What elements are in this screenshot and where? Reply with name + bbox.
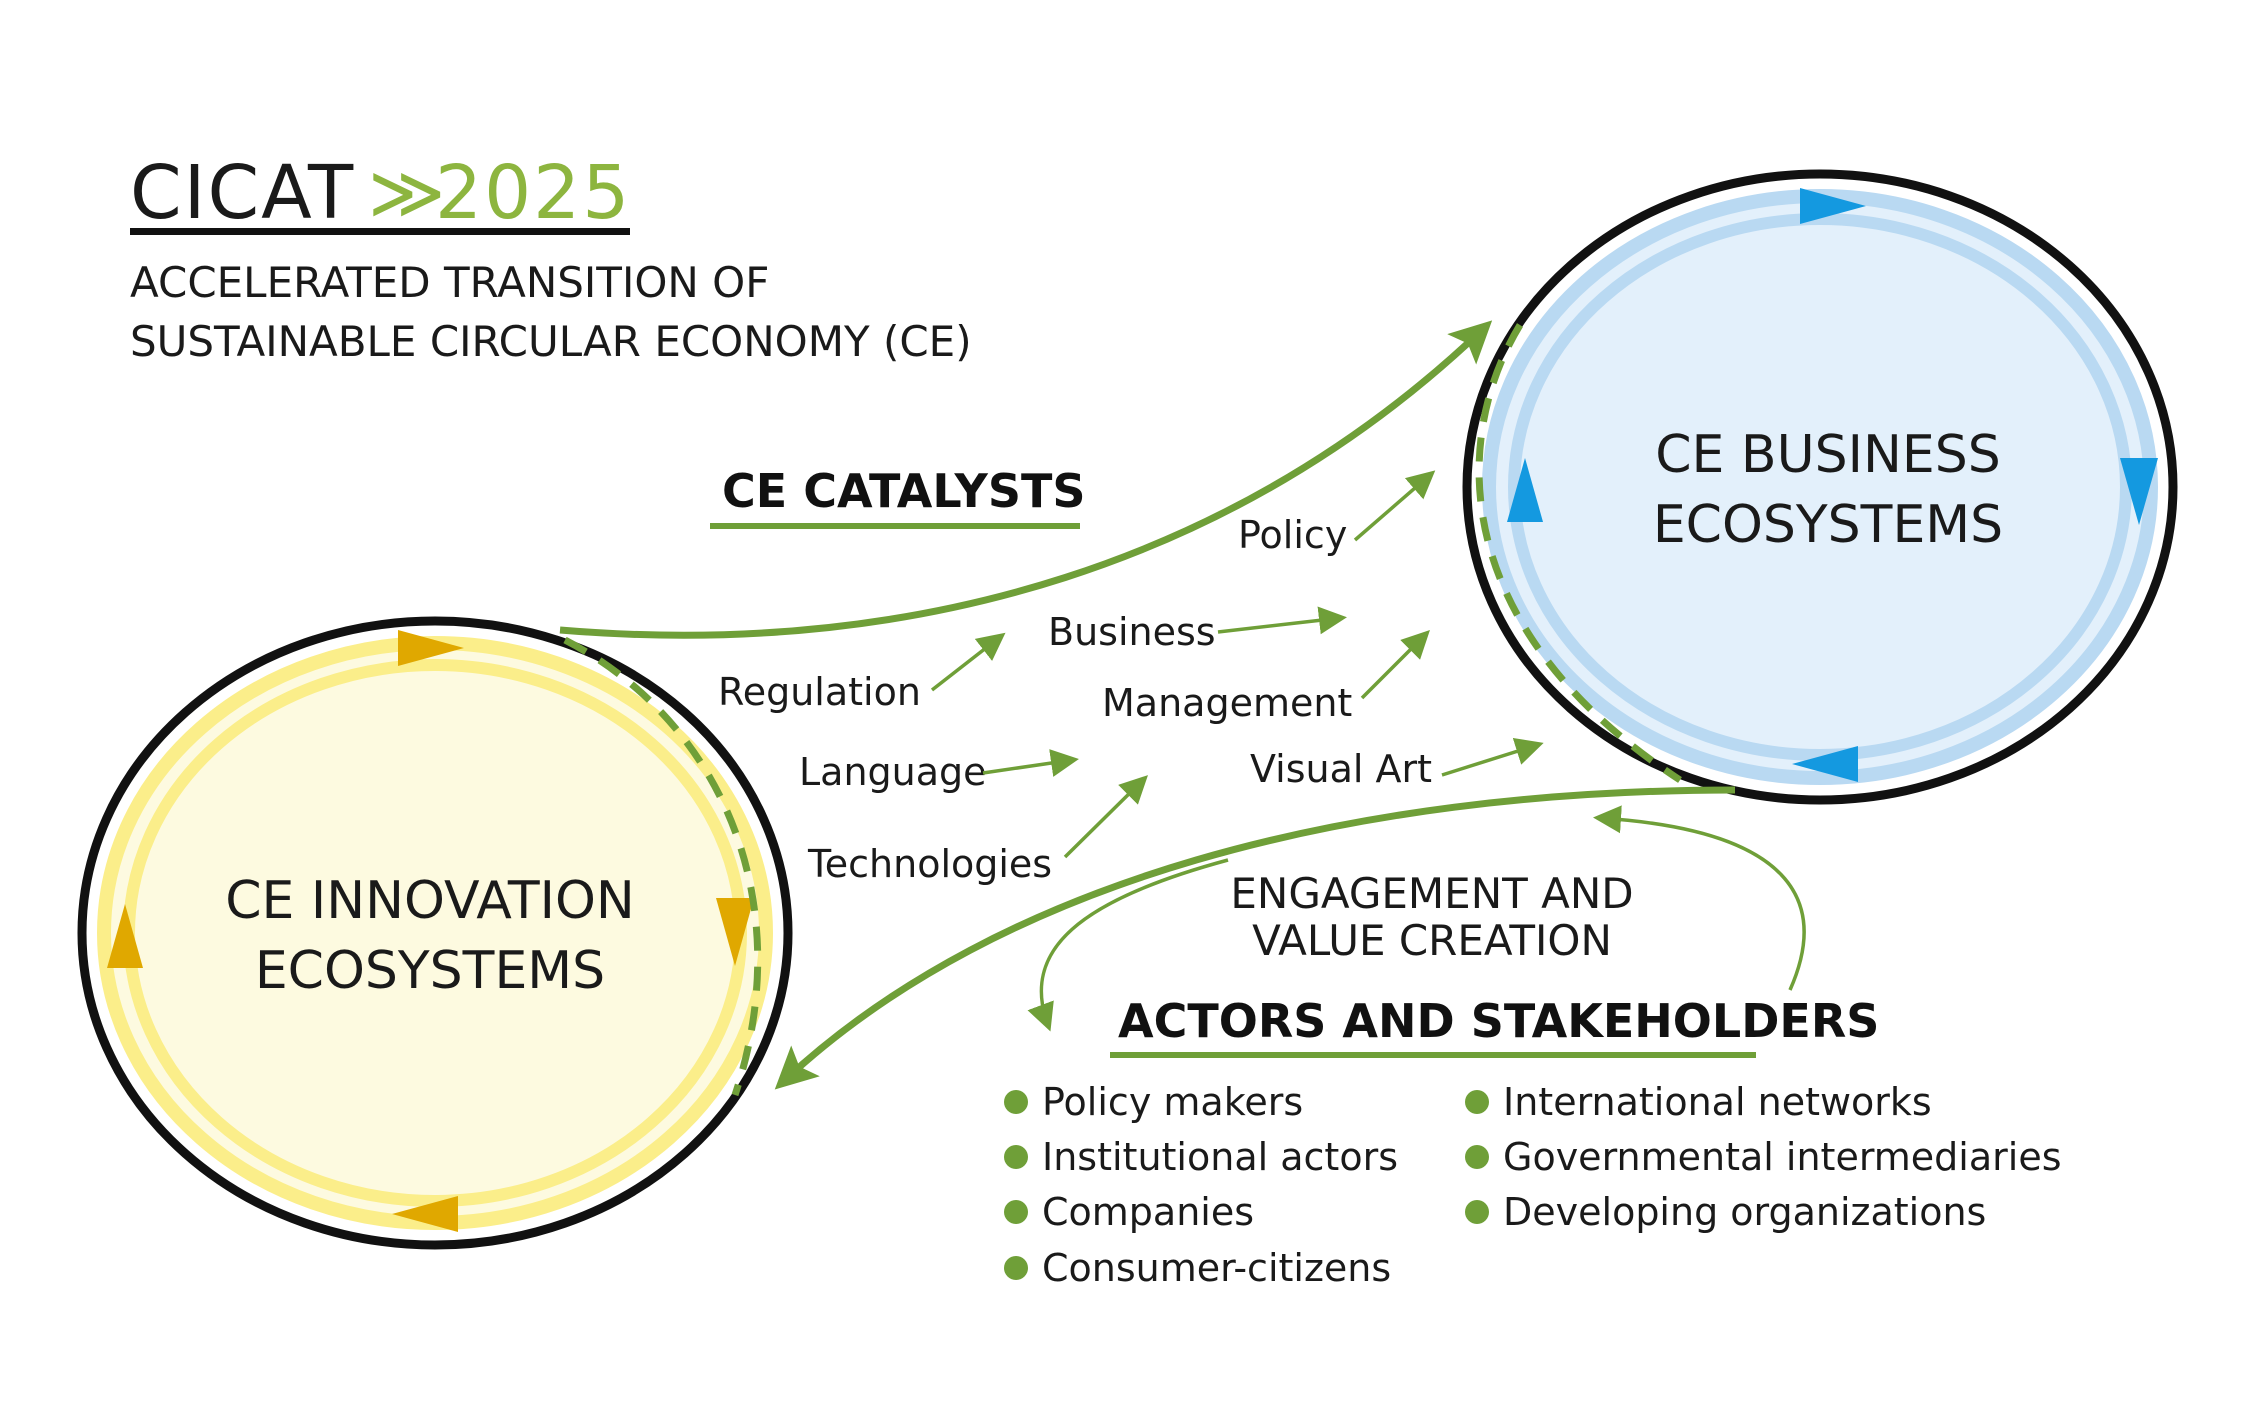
logo-underline [130, 228, 630, 235]
innovation-arrow-top-icon [398, 630, 464, 666]
innovation-arrow-bottom-icon [392, 1196, 458, 1232]
catalyst-language: Language [799, 750, 987, 794]
engagement-loop-arrow-left [1027, 858, 1229, 1032]
actor-item: International networks [1503, 1080, 1932, 1124]
business-title-line-2: ECOSYSTEMS [1653, 495, 2003, 555]
catalyst-technologies-arrow [1063, 775, 1148, 859]
innovation-ecosystem: CE INNOVATION ECOSYSTEMS [77, 616, 793, 1250]
catalyst-regulation: Regulation [718, 670, 921, 714]
logo-chevron-icon: ≫ [368, 150, 447, 236]
catalyst-list: Regulation Language Technologies Busines… [718, 470, 1544, 886]
innovation-title-line-2: ECOSYSTEMS [255, 941, 605, 1001]
business-cycle-ring [1508, 213, 2132, 761]
bullet-icon [1004, 1145, 1028, 1169]
bullet-icon [1004, 1200, 1028, 1224]
business-outer-ring [1462, 169, 2178, 805]
engagement-line-2: VALUE CREATION [1252, 916, 1612, 965]
logo-brand: CICAT [130, 150, 355, 236]
catalysts-heading: CE CATALYSTS [722, 464, 1086, 518]
bullet-icon [1465, 1145, 1489, 1169]
bullet-icon [1004, 1256, 1028, 1280]
innovation-arrow-right-icon [716, 898, 754, 966]
business-ecosystem: CE BUSINESS ECOSYSTEMS [1462, 169, 2178, 805]
actors-list-left: Policy makers Institutional actors Compa… [1004, 1080, 1398, 1290]
actor-item: Governmental intermediaries [1503, 1135, 2062, 1179]
business-title-line-1: CE BUSINESS [1655, 425, 2001, 485]
actors-heading-underline [1110, 1052, 1756, 1058]
business-arrow-left-icon [1507, 458, 1543, 522]
actor-item: Policy makers [1042, 1080, 1303, 1124]
business-to-innovation-arrow [774, 786, 1736, 1090]
innovation-title-line-1: CE INNOVATION [225, 871, 635, 931]
business-arrow-top-icon [1800, 188, 1866, 224]
actor-item: Developing organizations [1503, 1190, 1986, 1234]
catalyst-visual-art: Visual Art [1250, 747, 1432, 791]
business-dashed-interface [1475, 323, 1682, 783]
catalyst-visual-art-arrow [1441, 737, 1544, 777]
catalyst-policy: Policy [1238, 513, 1347, 557]
logo-year: 2025 [435, 150, 631, 236]
actors-heading: ACTORS AND STAKEHOLDERS [1118, 994, 1879, 1048]
subtitle-line-1: ACCELERATED TRANSITION OF [130, 258, 769, 307]
business-inner-ring [1482, 189, 2158, 785]
innovation-dashed-interface [563, 636, 762, 1097]
catalyst-policy-arrow [1353, 470, 1436, 542]
catalyst-technologies: Technologies [807, 842, 1052, 886]
catalyst-business-arrow [1217, 606, 1347, 635]
engagement-loop-arrow-right [1593, 805, 1806, 991]
business-arrow-right-icon [2120, 458, 2158, 525]
catalyst-regulation-arrow [930, 632, 1006, 692]
bullet-icon [1465, 1090, 1489, 1114]
innovation-outer-ring [77, 616, 793, 1250]
innovation-to-business-arrow [559, 320, 1493, 639]
catalyst-language-arrow [982, 749, 1079, 777]
innovation-inner-ring [97, 636, 773, 1230]
actor-item: Companies [1042, 1190, 1254, 1234]
bullet-icon [1004, 1090, 1028, 1114]
bullet-icon [1465, 1200, 1489, 1224]
subtitle-line-2: SUSTAINABLE CIRCULAR ECONOMY (CE) [130, 317, 972, 366]
innovation-arrow-left-icon [107, 904, 143, 968]
catalyst-business: Business [1048, 610, 1216, 654]
engagement-line-1: ENGAGEMENT AND [1230, 869, 1633, 918]
actor-item: Consumer-citizens [1042, 1246, 1391, 1290]
business-arrow-bottom-icon [1792, 746, 1858, 782]
catalyst-management-arrow [1360, 630, 1430, 700]
cicat-logo: CICAT ≫ 2025 [130, 150, 631, 236]
actors-list-right: International networks Governmental inte… [1465, 1080, 2062, 1234]
actor-item: Institutional actors [1042, 1135, 1398, 1179]
catalyst-management: Management [1102, 681, 1352, 725]
catalysts-heading-underline [710, 523, 1080, 529]
